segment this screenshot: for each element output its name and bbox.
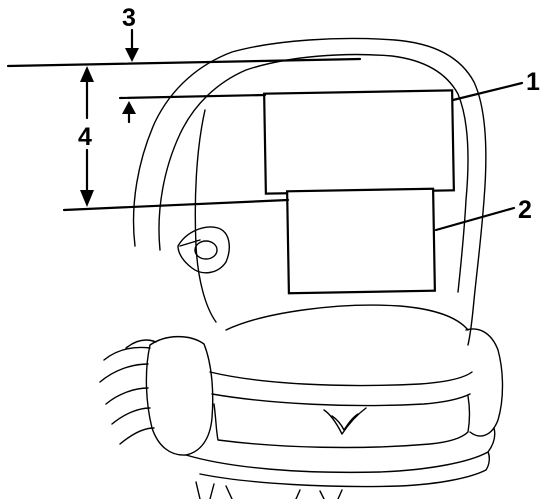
seat-back-outer-outline xyxy=(132,37,487,346)
dimension-arrow-4 xyxy=(80,66,94,207)
dimension-arrow-3 xyxy=(125,28,139,62)
reference-line-mid xyxy=(118,93,267,100)
left-bolster-outline xyxy=(145,335,214,456)
seat-back-lower-curve xyxy=(225,304,469,331)
leader-line-1 xyxy=(451,81,524,102)
seat-back-drawing xyxy=(132,37,487,346)
label-box-2 xyxy=(286,187,436,295)
reference-line-bottom xyxy=(62,198,290,212)
seat-back-inner-outline xyxy=(158,53,469,293)
cushion-second-edge xyxy=(211,393,471,407)
cushion-front-panel xyxy=(213,395,471,449)
seat-base-lower-edge xyxy=(199,451,491,488)
cushion-top-edge xyxy=(209,371,473,387)
seat-back-left-contour xyxy=(194,109,217,323)
cushion-center-emblem-inner xyxy=(331,413,359,431)
reference-line-top xyxy=(6,57,362,68)
callout-label-3: 3 xyxy=(122,4,136,32)
leader-line-2 xyxy=(434,206,516,232)
cushion-center-emblem xyxy=(323,407,367,435)
left-bolster-folds xyxy=(99,339,157,445)
seat-base-outline xyxy=(185,427,496,474)
seat-mount-left xyxy=(195,481,233,499)
label-box-1 xyxy=(263,89,455,195)
right-bolster-outline xyxy=(465,328,504,437)
seat-mount-right xyxy=(295,489,343,499)
callout-label-1: 1 xyxy=(526,68,540,96)
recline-knob-icon xyxy=(177,226,230,274)
dimension-arrow-small-up xyxy=(122,101,136,124)
seat-cushion-drawing xyxy=(99,328,504,499)
callout-label-2: 2 xyxy=(518,196,532,224)
callout-label-4: 4 xyxy=(78,123,92,151)
